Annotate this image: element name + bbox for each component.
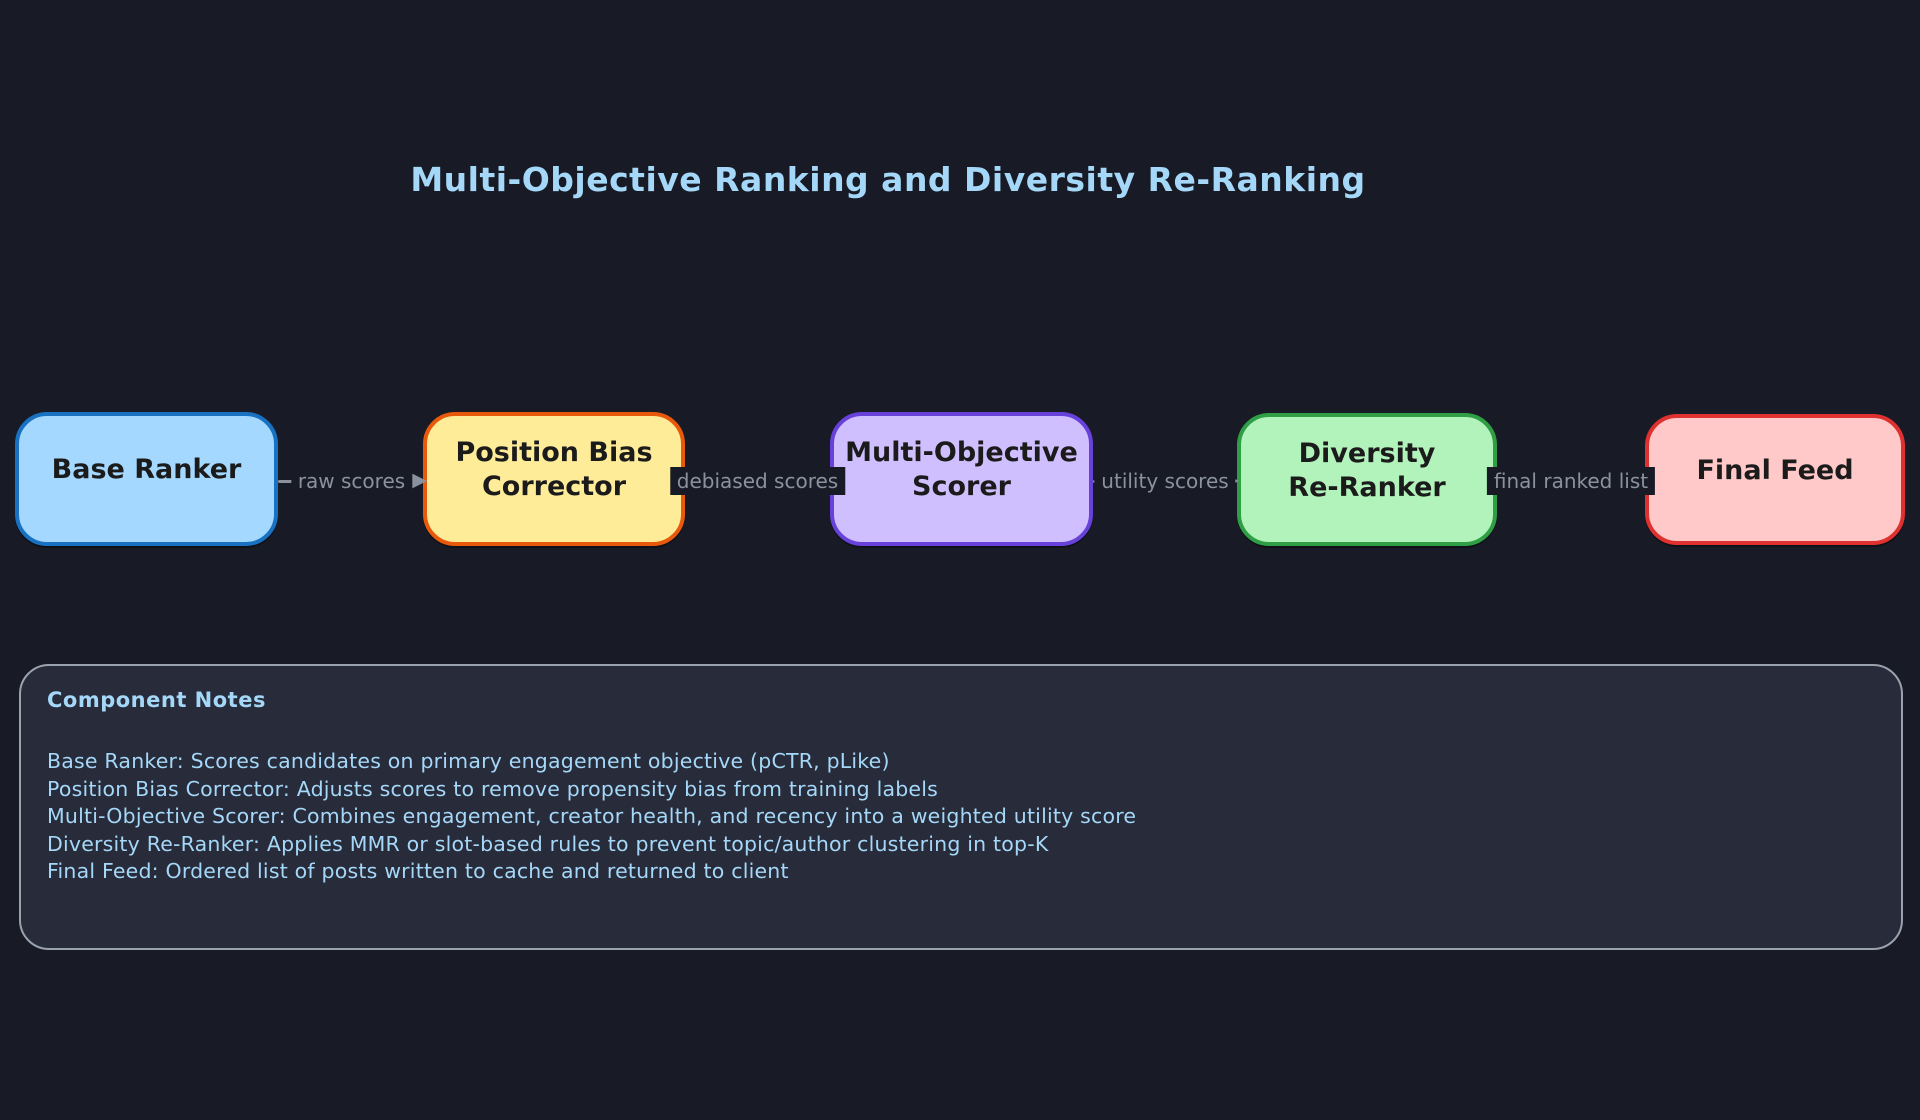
note-line-base-ranker: Base Ranker: Scores candidates on primar… bbox=[47, 749, 890, 773]
note-line-multi-objective-scorer: Multi-Objective Scorer: Combines engagem… bbox=[47, 804, 1137, 828]
pipeline-node-final-feed: Final Feed bbox=[1645, 414, 1905, 545]
connector-raw-scores: raw scores bbox=[278, 464, 427, 498]
note-line-position-bias-corrector: Position Bias Corrector: Adjusts scores … bbox=[47, 776, 939, 801]
edge-label: debiased scores bbox=[669, 467, 846, 495]
pipeline-node-multi-objective-scorer: Multi-Objective Scorer bbox=[830, 412, 1093, 546]
pipeline-node-diversity-re-ranker: Diversity Re-Ranker bbox=[1237, 413, 1497, 546]
note-line-diversity-re-ranker: Diversity Re-Ranker: Applies MMR or slot… bbox=[47, 831, 1049, 856]
connector-debiased-scores: debiased scores bbox=[669, 464, 846, 498]
pipeline-node-position-bias-corrector: Position Bias Corrector bbox=[423, 412, 685, 546]
node-label: Base Ranker bbox=[51, 454, 242, 485]
node-label: Final Feed bbox=[1696, 454, 1854, 486]
diagram-title: Multi-Objective Ranking and Diversity Re… bbox=[410, 160, 1366, 199]
connector-final-ranked-list: final ranked list bbox=[1486, 464, 1656, 498]
note-line-final-feed: Final Feed: Ordered list of posts writte… bbox=[47, 859, 789, 883]
component-notes-panel: Component Notes Base Ranker: Scores cand… bbox=[19, 664, 1903, 950]
node-label: Scorer bbox=[912, 471, 1011, 502]
node-label: Multi-Objective bbox=[845, 437, 1078, 468]
node-label: Corrector bbox=[481, 471, 627, 502]
node-label: Position Bias bbox=[455, 437, 653, 468]
node-label: Diversity bbox=[1298, 437, 1436, 469]
pipeline-node-base-ranker: Base Ranker bbox=[15, 412, 278, 546]
edge-label: final ranked list bbox=[1486, 467, 1656, 495]
node-label: Re-Ranker bbox=[1288, 471, 1446, 503]
edge-label: raw scores bbox=[290, 467, 413, 495]
edge-label: utility scores bbox=[1094, 467, 1236, 495]
notes-title: Component Notes bbox=[47, 688, 266, 712]
connector-utility-scores: utility scores bbox=[1093, 464, 1239, 498]
